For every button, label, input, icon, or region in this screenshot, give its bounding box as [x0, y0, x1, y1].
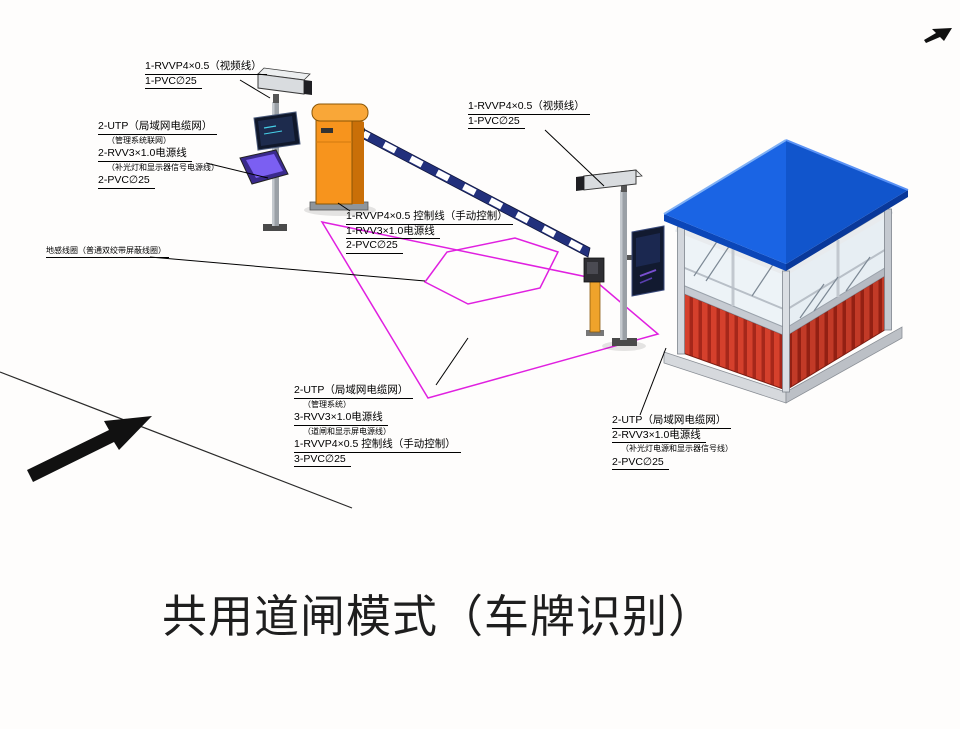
led-box-bracket [627, 255, 633, 260]
label-line-small: （补光灯和显示器信号电源线） [107, 162, 219, 172]
barrier-indicator [321, 128, 333, 133]
roof-fascia-left [664, 214, 786, 271]
glass-reflections [693, 239, 871, 319]
lpr-camera-2 [576, 169, 643, 192]
barrier-arm-stripes [355, 127, 591, 256]
detection-zone-outline [320, 220, 660, 399]
roof-face-left [664, 140, 786, 264]
label-line-small: （补光灯电源和显示器信号线） [621, 444, 733, 454]
label-barrier-cables: 1-RVVP4×0.5 控制线（手动控制） 1-RVV3×1.0电源线 2-PV… [346, 210, 513, 254]
leader-camera1-cable [239, 79, 271, 99]
label-ground-loop: 地感线圈（普通双绞带屏蔽线圈） [46, 246, 169, 258]
barrier-cabinet-side [352, 116, 364, 204]
led-box-screen [636, 233, 660, 267]
leader-barrier-cables [337, 202, 351, 212]
display1-text-glow [263, 125, 277, 129]
camera2-lens [576, 176, 584, 191]
flood-light-panel [246, 154, 283, 178]
roof-face-right [786, 140, 908, 264]
label-line: 1-RVVP4×0.5 控制线（手动控制） [294, 438, 461, 453]
intercom-panel [587, 262, 598, 274]
leader-lines [205, 79, 667, 416]
label-line: 2-PVC∅25 [346, 239, 403, 254]
intercom-pole [589, 279, 601, 333]
roof-fascia-right [786, 190, 908, 271]
window-top-rail-left [675, 226, 787, 276]
guard-booth [663, 139, 909, 404]
leader-booth-cables [639, 347, 667, 416]
leader-trunk-cables [435, 337, 469, 386]
intercom-base [586, 330, 604, 336]
booth-post-front [782, 270, 790, 393]
label-line: 3-RVV3×1.0电源线 [294, 411, 388, 426]
label-line: 2-PVC∅25 [98, 174, 155, 189]
display-box-1 [253, 111, 301, 151]
window-mid-rail-left [679, 265, 787, 311]
label-line: 1-RVVP4×0.5（视频线） [145, 60, 267, 75]
led-box-glow2 [639, 277, 653, 284]
label-line: 1-RVVP4×0.5（视频线） [468, 100, 590, 115]
label-line-small: （管理系统联网） [107, 135, 171, 145]
display1-screen [258, 116, 295, 146]
ground-loop-coil [423, 237, 560, 305]
roof-ridge-left [663, 139, 787, 215]
roof-ridge-right [785, 139, 909, 191]
label-line: 2-RVV3×1.0电源线 [612, 429, 706, 444]
label-line: 3-PVC∅25 [294, 453, 351, 468]
pole2-base [612, 338, 637, 346]
label-line: 1-RVV3×1.0电源线 [346, 225, 440, 240]
diagram-title: 共用道闸模式（车牌识别） [162, 591, 715, 642]
led-display-box [627, 225, 665, 297]
ground-loop-leader-line [149, 256, 426, 282]
camera1-mount [273, 94, 279, 103]
label-line: 2-RVV3×1.0电源线 [98, 147, 192, 162]
label-line-small: （道闸和显示屏电源线） [303, 426, 391, 436]
pole1-base [263, 224, 287, 231]
booth-platform-right [785, 326, 903, 404]
led-box-glow [639, 269, 657, 277]
label-line: 1-PVC∅25 [145, 75, 202, 90]
booth-post-left [677, 226, 685, 355]
label-booth-cables: 2-UTP（局域网电缆网） 2-RVV3×1.0电源线 （补光灯电源和显示器信号… [612, 414, 733, 471]
label-line: 1-PVC∅25 [468, 115, 525, 130]
camera1-lens [304, 80, 312, 95]
direction-arrow-icon [27, 416, 152, 482]
leader-pole1-cables [205, 162, 269, 179]
flood-light [239, 149, 289, 185]
intercom-post [583, 257, 605, 336]
label-pole1-cables: 2-UTP（局域网电缆网） （管理系统联网） 2-RVV3×1.0电源线 （补光… [98, 120, 219, 189]
road-edge-line [0, 371, 353, 509]
label-line: 地感线圈（普通双绞带屏蔽线圈） [46, 246, 169, 258]
label-line: 2-PVC∅25 [612, 456, 669, 471]
booth-post-right [884, 208, 892, 331]
pole2 [620, 190, 627, 340]
lpr-camera-1 [257, 67, 312, 103]
camera-pole-2 [576, 169, 665, 351]
label-trunk-cables: 2-UTP（局域网电缆网） （管理系统） 3-RVV3×1.0电源线 （道闸和显… [294, 384, 461, 468]
compass-arrow-icon [924, 28, 952, 43]
detection-zone [320, 220, 660, 399]
label-camera1-cable: 1-RVVP4×0.5（视频线） 1-PVC∅25 [145, 60, 267, 90]
label-line: 1-RVVP4×0.5 控制线（手动控制） [346, 210, 513, 225]
camera-pole-1 [239, 67, 312, 231]
label-line-small: （管理系统） [303, 399, 351, 409]
label-line: 2-UTP（局域网电缆网） [98, 120, 218, 135]
barrier-gate [304, 103, 591, 258]
pole2-highlight [620, 190, 623, 340]
leader-camera2-cable [544, 129, 605, 187]
camera2-mount [621, 184, 627, 192]
label-line: 2-UTP（局域网电缆网） [294, 384, 414, 399]
label-line: 2-UTP（局域网电缆网） [612, 414, 732, 429]
barrier-cabinet-cap [311, 103, 369, 122]
display1-text-glow2 [263, 130, 283, 135]
label-camera2-cable: 1-RVVP4×0.5（视频线） 1-PVC∅25 [468, 100, 590, 130]
